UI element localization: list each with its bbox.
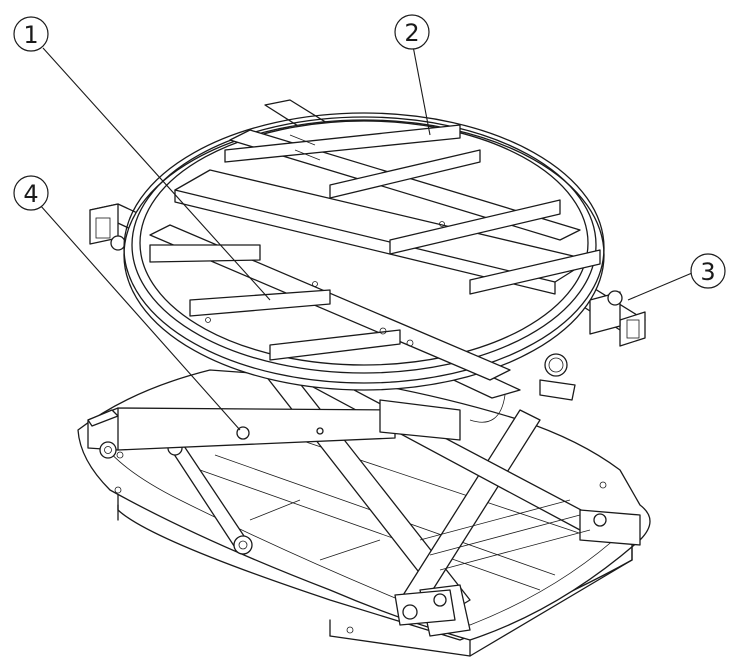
callout-1-label: 1 [23,21,38,49]
callout-4: 4 [13,175,49,211]
callout-3: 3 [690,253,726,289]
leader-1 [42,47,271,301]
front-crossbeam [87,399,461,459]
turntable-ladder [149,124,601,381]
callout-2: 2 [394,14,430,50]
leader-3 [627,272,693,301]
callout-2-label: 2 [404,19,419,47]
callout-leaders [39,45,693,431]
callout-1: 1 [13,16,49,52]
callout-4-label: 4 [23,180,38,208]
callout-3-label: 3 [700,258,715,286]
turntable [123,112,605,391]
leader-4 [39,204,241,431]
leader-2 [412,45,431,136]
